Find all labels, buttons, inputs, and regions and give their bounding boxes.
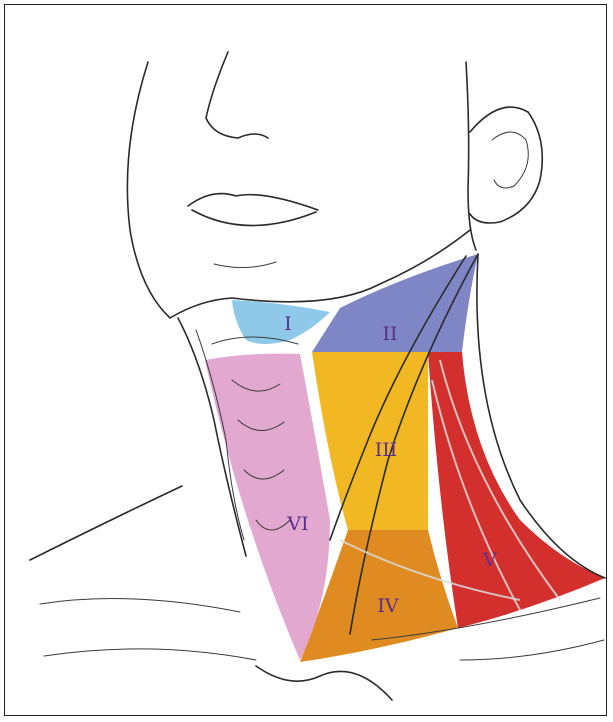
sternal-notch bbox=[256, 666, 392, 700]
head-back-contour bbox=[466, 62, 476, 250]
lower-lip bbox=[192, 210, 316, 226]
clavicle-left-lower bbox=[44, 649, 256, 660]
label-level-ii: II bbox=[382, 323, 397, 345]
ear-outer bbox=[470, 107, 542, 223]
nose bbox=[206, 52, 268, 138]
region-group bbox=[205, 254, 605, 662]
label-level-v: V bbox=[482, 549, 497, 571]
clavicle-left bbox=[40, 599, 240, 612]
label-level-iv: IV bbox=[377, 595, 399, 617]
face-left-contour bbox=[127, 62, 232, 318]
upper-lip bbox=[188, 194, 318, 210]
shoulder-left bbox=[30, 486, 182, 560]
label-level-vi: VI bbox=[286, 513, 308, 535]
region-level-vi bbox=[205, 354, 330, 660]
label-level-iii: III bbox=[375, 439, 398, 461]
shoulder-right-lower bbox=[460, 640, 604, 660]
label-level-i: I bbox=[284, 313, 292, 335]
chin-crease bbox=[214, 262, 276, 268]
region-level-iii bbox=[312, 352, 428, 530]
ear-inner bbox=[492, 132, 528, 188]
region-level-v bbox=[428, 352, 605, 628]
